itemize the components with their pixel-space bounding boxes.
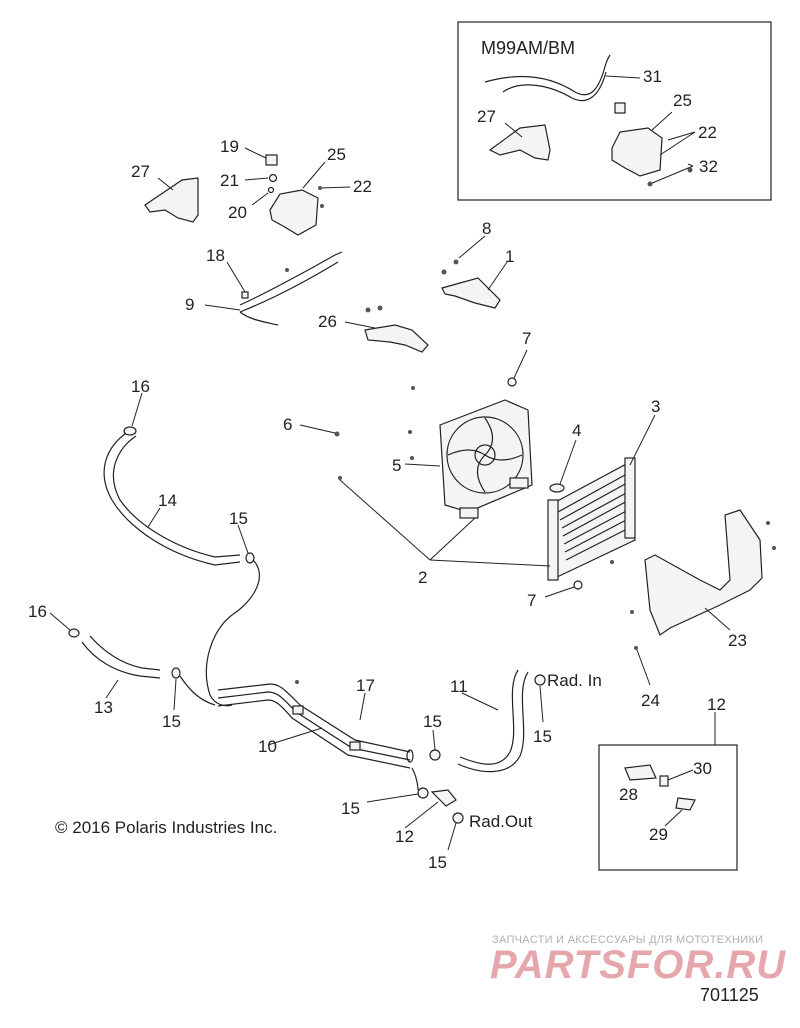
lower-shroud-23 (644, 509, 763, 636)
callout-15-d: 15 (533, 727, 552, 746)
callout-7-upper: 7 (522, 329, 531, 348)
fitting-30 (659, 775, 669, 787)
callout-12-kit: 12 (707, 695, 726, 714)
callout-18: 18 (206, 246, 225, 265)
rad-in-label: Rad. In (547, 671, 602, 690)
callout-27: 27 (131, 162, 150, 181)
clip-20 (267, 186, 275, 194)
seal-21 (268, 173, 278, 183)
hose-kit-12-box (598, 712, 738, 871)
callout-12: 12 (395, 827, 414, 846)
watermark-tagline: ЗАПЧАСТИ И АКСЕССУАРЫ ДЛЯ МОТОТЕХНИКИ (492, 934, 764, 946)
hose-13 (81, 641, 161, 679)
variant-inset-box (457, 21, 772, 201)
coolant-tube-31 (484, 54, 611, 96)
callout-25: 25 (327, 145, 346, 164)
callout-14: 14 (158, 491, 177, 510)
callout-3: 3 (651, 397, 660, 416)
cap-inset (614, 102, 626, 114)
callout-25-inset: 25 (673, 91, 692, 110)
callout-13: 13 (94, 698, 113, 717)
clamp-15-d (429, 749, 441, 761)
bracket-27-inset (488, 124, 551, 161)
washer-6 (334, 431, 340, 437)
callout-32: 32 (699, 157, 718, 176)
callout-6: 6 (283, 415, 292, 434)
callout-16-lower: 16 (28, 602, 47, 621)
callout-22: 22 (353, 177, 372, 196)
callout-5: 5 (392, 456, 401, 475)
callout-19: 19 (220, 137, 239, 156)
reservoir-cap-19 (265, 154, 278, 166)
callout-11: 11 (450, 677, 468, 696)
watermark-logo: PARTSFOR.RU (490, 943, 787, 987)
clamp-16-lower (68, 628, 80, 638)
bleed-line (205, 559, 260, 707)
callout-23: 23 (728, 631, 747, 650)
callout-15-a: 15 (229, 509, 248, 528)
hose-28 (624, 764, 657, 781)
callout-21: 21 (220, 171, 239, 190)
callout-31: 31 (643, 67, 662, 86)
callout-7-lower: 7 (527, 591, 536, 610)
hose-29 (675, 797, 696, 811)
grommet-4 (549, 483, 565, 493)
variant-label: M99AM/BM (481, 38, 576, 58)
callout-16-upper: 16 (131, 377, 150, 396)
callout-4: 4 (572, 421, 581, 440)
callout-22-inset: 22 (698, 123, 717, 142)
coolant-pipe-10 (217, 683, 414, 769)
callout-24: 24 (641, 691, 660, 710)
coolant-reservoir-25 (269, 189, 319, 236)
copyright-notice: © 2016 Polaris Industries Inc. (55, 818, 278, 837)
bracket-27 (144, 177, 199, 223)
clamp-15-c (534, 674, 546, 686)
hose-stub (411, 767, 419, 791)
callout-15-b: 15 (162, 712, 181, 731)
clamp-15-b (171, 667, 181, 679)
hose-12 (430, 789, 457, 807)
reservoir-25-inset (611, 127, 663, 177)
fan-shroud-5 (439, 399, 533, 519)
callout-8: 8 (482, 219, 491, 238)
overflow-tube-9 (239, 251, 343, 306)
callout-20: 20 (228, 203, 247, 222)
callout-28: 28 (619, 785, 638, 804)
callout-27-inset: 27 (477, 107, 496, 126)
callout-26: 26 (318, 312, 337, 331)
callout-30: 30 (693, 759, 712, 778)
hose-11 (459, 669, 519, 765)
callout-2: 2 (418, 568, 427, 587)
clamp-15-f (452, 812, 464, 824)
callout-9: 9 (185, 295, 194, 314)
bracket-26 (364, 324, 429, 353)
diagram-reference-number: 701125 (700, 985, 759, 1005)
nut-7-lower (573, 580, 583, 590)
callout-10: 10 (258, 737, 277, 756)
nut-7 (507, 377, 517, 387)
callout-15-e: 15 (341, 799, 360, 818)
callout-1: 1 (505, 247, 514, 266)
clip-18 (241, 291, 249, 299)
callout-15-c: 15 (423, 712, 442, 731)
clamp-16-upper (123, 426, 137, 436)
mount-bracket-1 (441, 277, 501, 309)
rad-out-label: Rad.Out (469, 812, 533, 831)
hose-14 (103, 431, 241, 566)
clamp-15-e (417, 787, 429, 799)
callout-29: 29 (649, 825, 668, 844)
clamp-15-a (245, 552, 255, 564)
callout-15-f: 15 (428, 853, 447, 872)
callout-17: 17 (356, 676, 375, 695)
radiator-3 (547, 457, 636, 581)
